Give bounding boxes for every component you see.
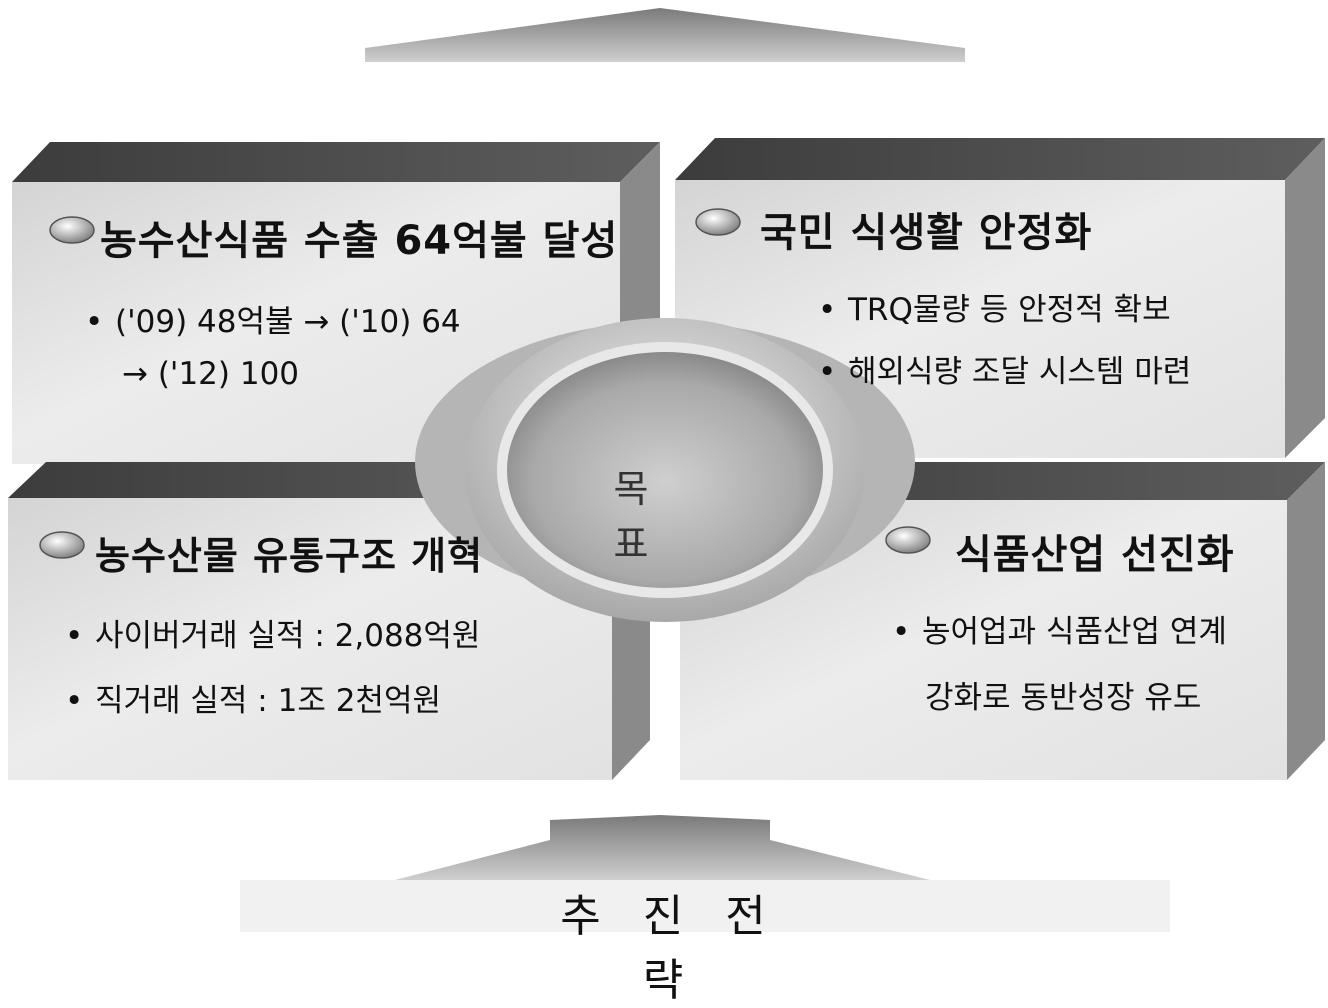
dot-bullet-icon: • (85, 304, 104, 340)
panel-bottom-right-title: 식품산업 선진화 (955, 532, 1235, 578)
panel-top-left-line-2: → ('12) 100 (122, 356, 300, 392)
dot-bullet-icon: • (818, 292, 837, 328)
top-arrow (365, 8, 965, 62)
panel-top-right-line-2-text: 해외식량 조달 시스템 마련 (848, 354, 1192, 390)
panel-bottom-left-title: 농수산물 유통구조 개혁 (95, 534, 484, 578)
dot-bullet-icon: • (65, 683, 84, 719)
panel-top-left-line-1-text: ('09) 48억불 → ('10) 64 (115, 304, 461, 340)
panel-bottom-left-line-2-text: 직거래 실적 : 1조 2천억원 (95, 683, 441, 719)
panel-top-left-title: 농수산식품 수출 64억불 달성 (100, 218, 619, 264)
ellipse-bullet-icon (695, 208, 741, 236)
strategy-label: 추 진 전 략 (560, 891, 780, 1006)
center-ring (415, 318, 915, 622)
ellipse-bullet-icon (39, 531, 85, 559)
panel-top-right-line-2: • 해외식량 조달 시스템 마련 (818, 346, 1191, 391)
panel-top-right-title: 국민 식생활 안정화 (760, 210, 1093, 256)
panel-bottom-right-line-1: • 농어업과 식품산업 연계 (892, 606, 1227, 651)
panel-bottom-left-line-1: • 사이버거래 실적 : 2,088억원 (65, 610, 480, 655)
panel-top-left-line-1: • ('09) 48억불 → ('10) 64 (85, 296, 461, 341)
dot-bullet-icon: • (892, 614, 911, 650)
center-goal-label: 목 표 (613, 467, 687, 566)
dot-bullet-icon: • (818, 354, 837, 390)
panel-top-right-line-1: • TRQ물량 등 안정적 확보 (818, 284, 1171, 329)
panel-bottom-left-line-1-text: 사이버거래 실적 : 2,088억원 (95, 618, 481, 654)
ellipse-bullet-icon (885, 526, 931, 554)
panel-bottom-right-line-1-text: 농어업과 식품산업 연계 (922, 614, 1227, 650)
panel-bottom-right-line-2: 강화로 동반성장 유도 (925, 680, 1202, 716)
dot-bullet-icon: • (65, 618, 84, 654)
bottom-arrow (240, 815, 1170, 932)
ellipse-bullet-icon (49, 216, 95, 244)
panel-bottom-left-line-2: • 직거래 실적 : 1조 2천억원 (65, 675, 441, 720)
diagram-background (8, 8, 1325, 932)
panel-top-right-line-1-text: TRQ물량 등 안정적 확보 (848, 292, 1171, 328)
